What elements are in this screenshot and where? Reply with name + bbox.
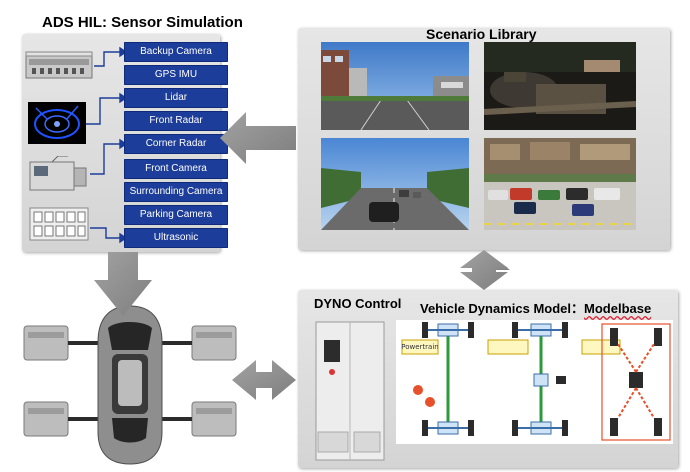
sensor-sim-title: ADS HIL: Sensor Simulation [42,14,243,31]
scenario-city-street-thumbnail[interactable] [321,42,469,130]
sensor-front-camera[interactable]: Front Camera [124,159,228,179]
scenario-library-title: Scenario Library [426,26,537,42]
powertrain-block-3 [581,323,671,441]
sensor-connector-lines [86,46,128,244]
lidar-pointcloud-image [28,102,86,144]
powertrain-block-1: Powertrain [401,322,474,436]
ultrasonic-panel-image [29,207,89,241]
sensor-front-radar[interactable]: Front Radar [124,111,228,131]
arrow-vehicle-dyno [232,360,296,400]
vehicle-dynamics-title-prefix: Vehicle Dynamics Model： [420,301,585,316]
scenario-parking-thumbnail[interactable] [484,138,636,230]
scenario-library-panel: Scenario Library [298,26,670,250]
dyno-control-panel: DYNO Control Vehicle Dynamics Model：Mode… [298,290,678,468]
sensor-sim-panel: Backup Camera GPS IMU Lidar Front Radar … [22,34,228,252]
scenario-highway-thumbnail[interactable] [321,138,469,230]
sensor-ultrasonic[interactable]: Ultrasonic [124,228,228,248]
radar-box-image [29,156,87,191]
svg-text:Powertrain: Powertrain [401,343,438,351]
sensor-parking-camera[interactable]: Parking Camera [124,205,228,225]
sensor-corner-radar[interactable]: Corner Radar [124,134,228,154]
sensor-backup-camera[interactable]: Backup Camera [124,42,228,62]
sensor-lidar[interactable]: Lidar [124,88,228,108]
sensor-surrounding-camera[interactable]: Surrounding Camera [124,182,228,202]
scenario-night-lot-thumbnail[interactable] [484,42,636,130]
arrow-scenario-to-sensor [220,112,296,164]
dyno-cabinet-image [315,321,385,461]
sensor-gps-imu[interactable]: GPS IMU [124,65,228,85]
modelbase-label: Modelbase [584,301,652,316]
camera-rack-image [25,51,93,79]
vehicle-dynamics-title: Vehicle Dynamics Model：Modelbase [420,298,651,317]
powertrain-block-2 [487,322,568,436]
modelbase-diagram: Powertrain [396,320,673,444]
arrow-sensor-to-vehicle [94,252,152,316]
vehicle-on-dyno-image [23,305,237,465]
dyno-control-title: DYNO Control [314,296,402,311]
